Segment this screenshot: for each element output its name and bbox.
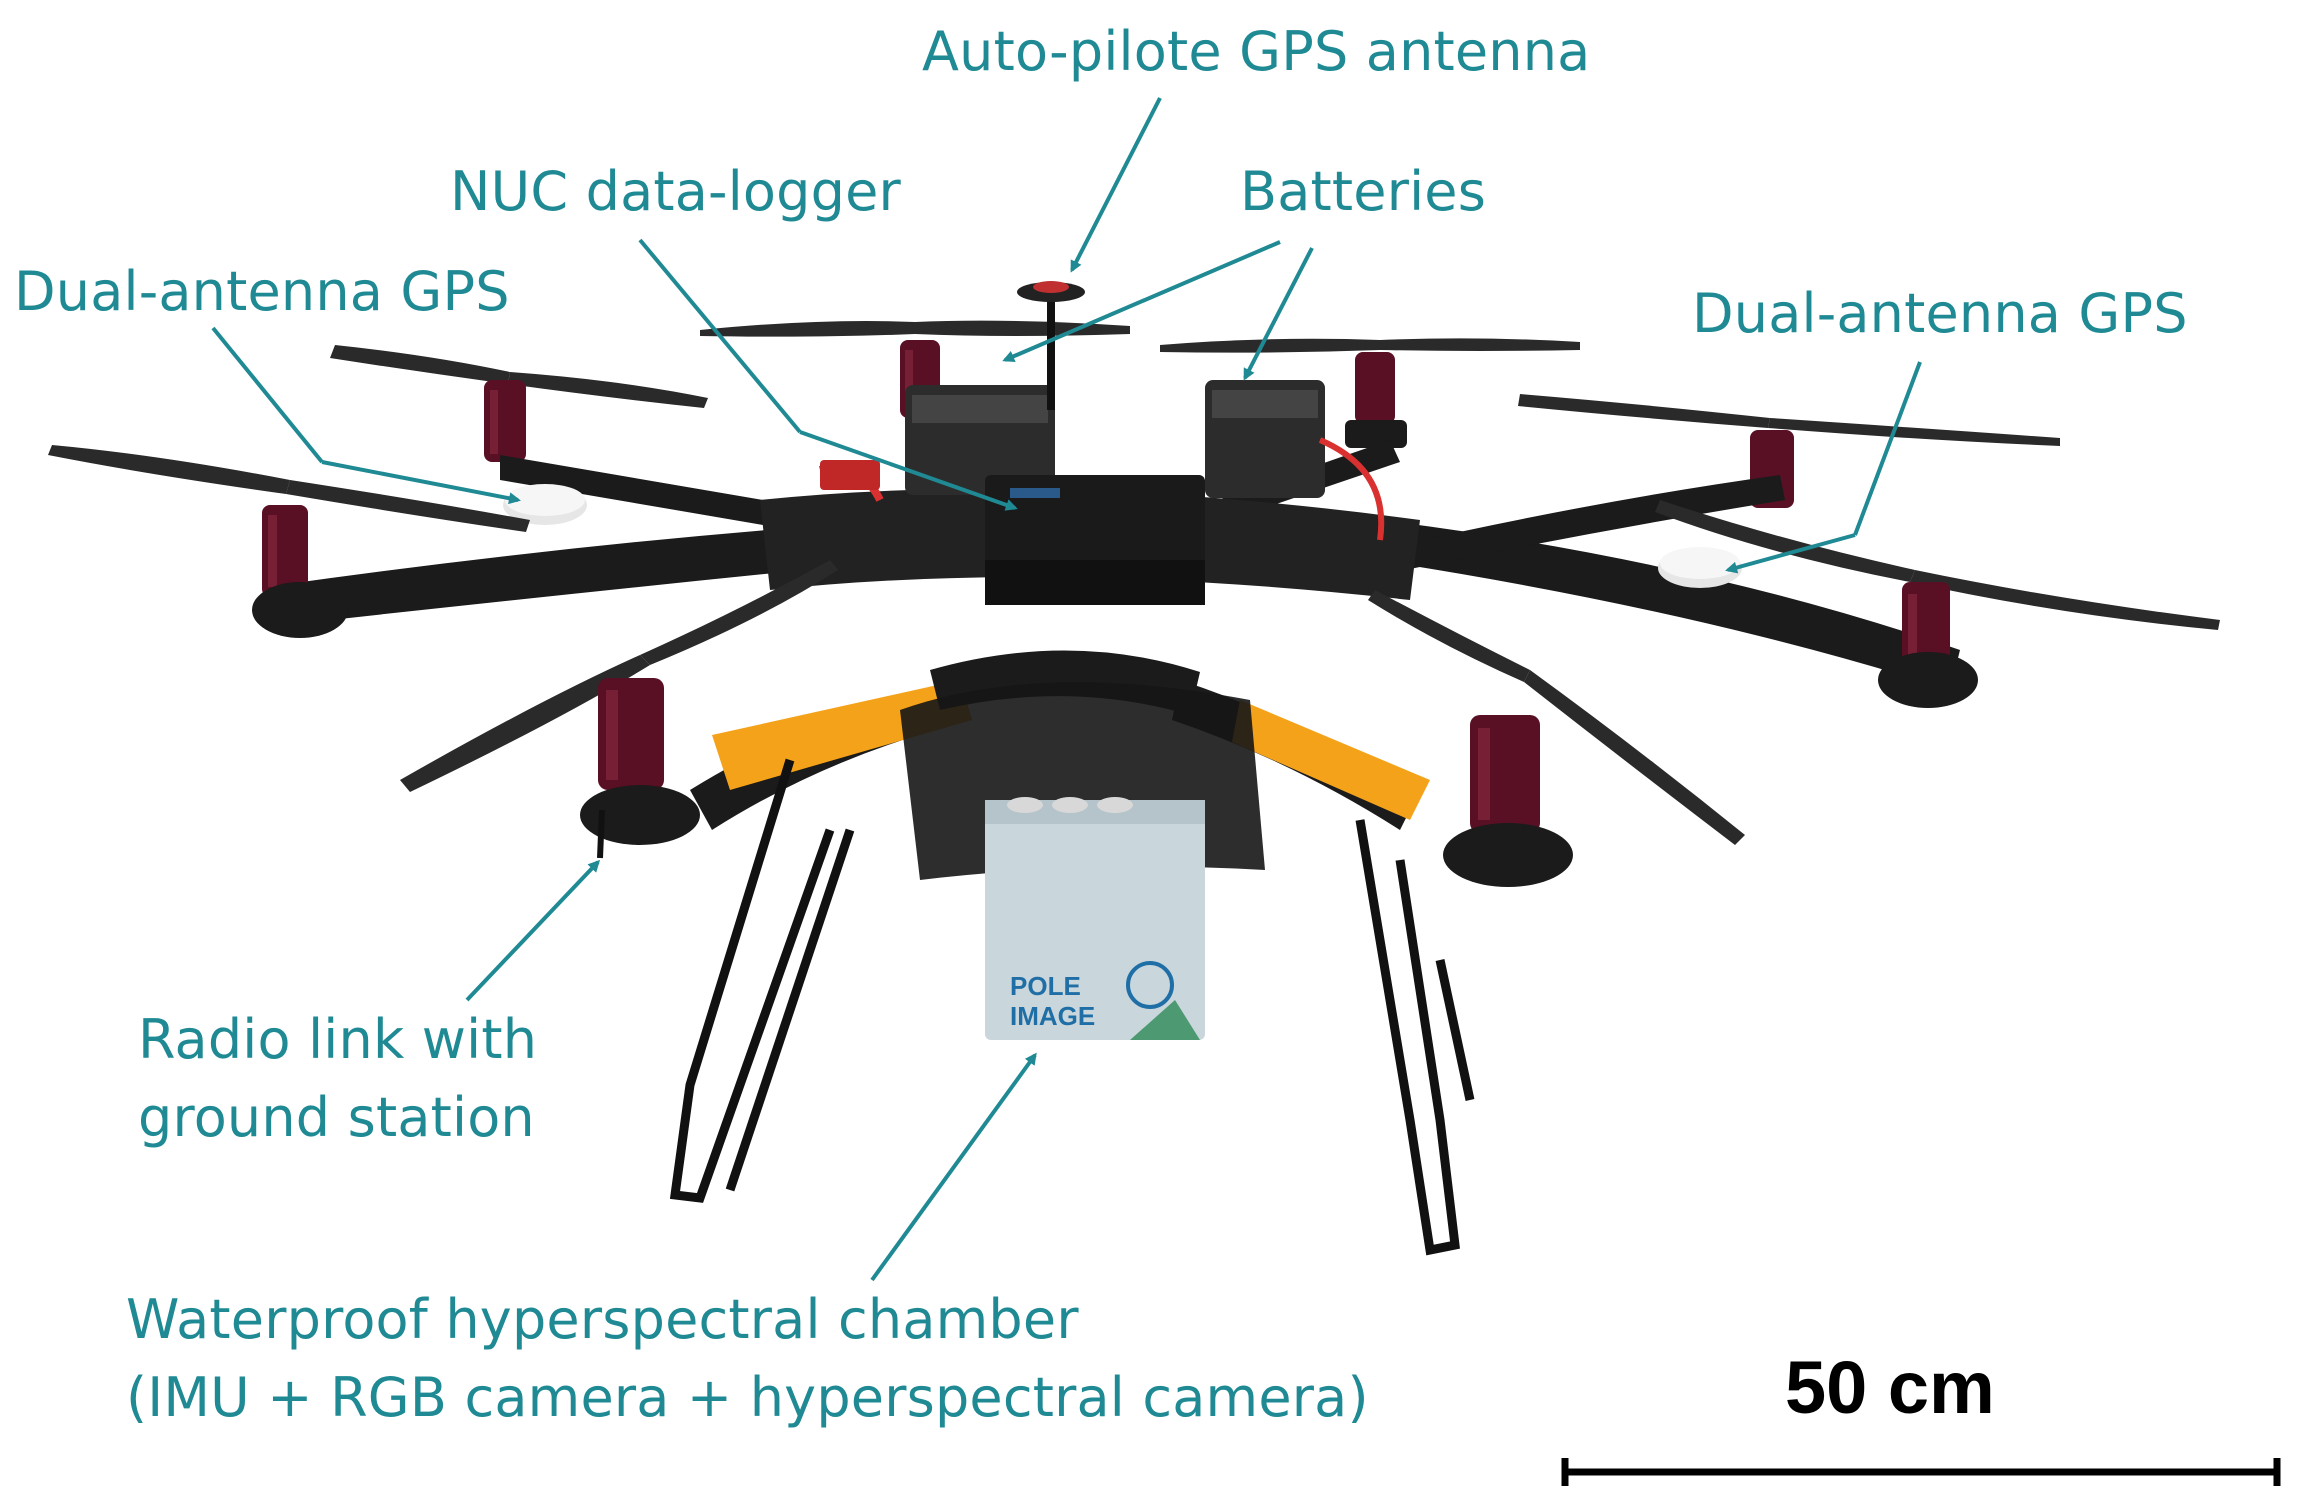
label-batteries: Batteries (1240, 160, 1487, 223)
label-chamber-line2: (IMU + RGB camera + hyperspectral camera… (126, 1366, 1369, 1429)
hyperspectral-payload: POLE IMAGE (900, 682, 1265, 1040)
label-dual-antenna-gps-right: Dual-antenna GPS (1692, 282, 2188, 345)
label-radio-link-line1: Radio link with (138, 1008, 538, 1071)
label-nuc-data-logger: NUC data-logger (450, 160, 901, 223)
central-hub (503, 281, 1742, 605)
label-dual-antenna-gps-left: Dual-antenna GPS (14, 260, 510, 323)
landing-gear (597, 758, 1475, 1256)
arrow-dual-gps-left-2 (321, 460, 521, 505)
label-autopilot-gps-antenna: Auto-pilote GPS antenna (922, 20, 1591, 83)
arrow-dual-gps-right-2 (1725, 533, 1856, 574)
arrow-batteries-right (1243, 247, 1314, 381)
arrow-dual-gps-right (1853, 361, 1922, 536)
label-chamber-line1: Waterproof hyperspectral chamber (126, 1288, 1079, 1351)
rear-rotors (330, 320, 2060, 508)
arrow-radio-link (465, 859, 601, 1002)
label-radio-link-line2: ground station (138, 1086, 535, 1149)
arrow-nuc-logger-2 (799, 430, 1018, 511)
arrow-batteries-left (1002, 240, 1281, 362)
scale-bar (1561, 1458, 2281, 1486)
annotation-arrows (211, 97, 1922, 1282)
arrow-dual-gps-left (211, 326, 324, 464)
scale-bar-label: 50 cm (1785, 1346, 1995, 1429)
payload-brand-line2: IMAGE (1010, 1001, 1095, 1031)
front-rotors (48, 445, 2220, 887)
arrow-nuc-logger (638, 238, 802, 434)
payload-brand-line1: POLE (1010, 971, 1081, 1001)
arrow-chamber (870, 1052, 1037, 1282)
arrow-autopilot-gps (1070, 97, 1162, 273)
